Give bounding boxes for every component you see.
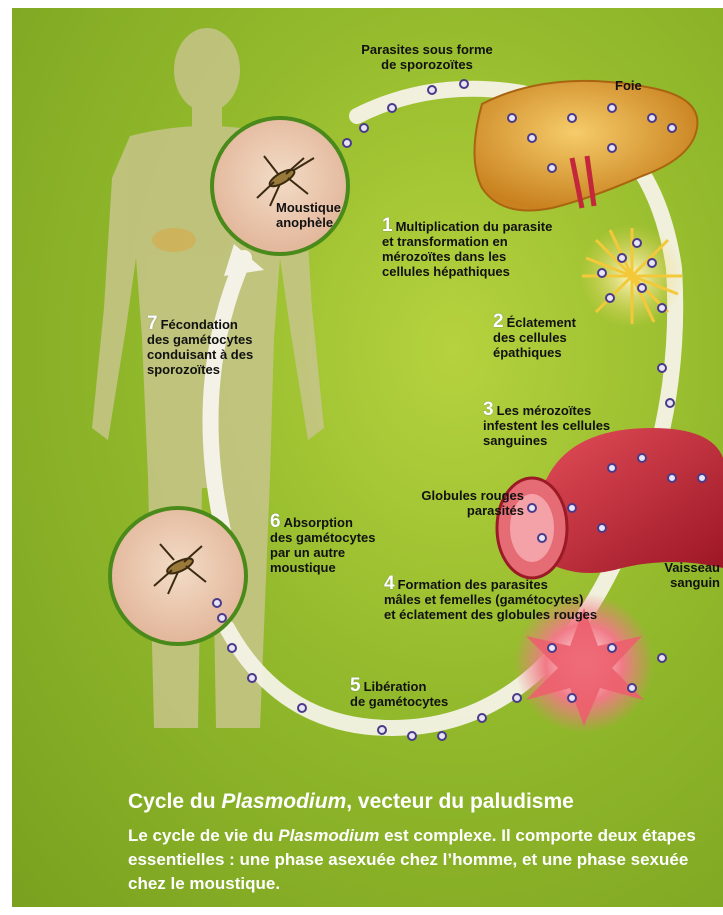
mosquito-circle-bottom (110, 508, 246, 644)
blood-vessel (497, 428, 723, 578)
caption-body: Le cycle de vie du Plasmodium est comple… (128, 824, 723, 896)
parasite-dot (298, 704, 306, 712)
parasite-dot (438, 732, 446, 740)
parasite-dot (638, 284, 646, 292)
parasite-dot (428, 86, 436, 94)
parasite-dot (528, 134, 536, 142)
parasite-dot (668, 124, 676, 132)
parasite-dot (228, 644, 236, 652)
parasite-dot (606, 294, 614, 302)
parasite-dot (218, 614, 226, 622)
label-foie: Foie (615, 78, 642, 93)
parasite-dot (608, 464, 616, 472)
parasite-dot (666, 399, 674, 407)
parasite-dot (213, 599, 221, 607)
parasite-dot (548, 644, 556, 652)
hepatic-burst (580, 224, 684, 328)
label-globules-rouges: Globules rouges parasités (392, 488, 524, 518)
parasite-dot (608, 644, 616, 652)
parasite-dot (598, 269, 606, 277)
parasite-dot (378, 726, 386, 734)
parasite-dot (648, 114, 656, 122)
parasite-dot (668, 474, 676, 482)
parasite-dot (513, 694, 521, 702)
parasite-dot (568, 504, 576, 512)
parasite-dot (248, 674, 256, 682)
mosquito-circle-top (212, 118, 348, 254)
human-liver-shadow (152, 228, 196, 252)
illustration (12, 8, 723, 778)
parasite-dot (388, 104, 396, 112)
parasite-dot (633, 239, 641, 247)
parasite-dot (648, 259, 656, 267)
parasite-dot (698, 474, 706, 482)
label-vaisseau-sanguin: Vaisseau sanguin (632, 560, 720, 590)
parasite-dot (598, 524, 606, 532)
diagram-panel: Parasites sous forme de sporozoïtes Foie… (12, 8, 723, 907)
parasite-dot (628, 684, 636, 692)
parasite-dot (478, 714, 486, 722)
parasite-dot (538, 534, 546, 542)
parasite-dot (360, 124, 368, 132)
parasite-dot (608, 104, 616, 112)
parasite-dot (618, 254, 626, 262)
parasite-dot (460, 80, 468, 88)
parasite-dot (608, 144, 616, 152)
parasite-dot (658, 304, 666, 312)
parasite-dot (508, 114, 516, 122)
parasite-dot (638, 454, 646, 462)
label-sporozoites: Parasites sous forme de sporozoïtes (342, 42, 512, 72)
parasite-dot (408, 732, 416, 740)
label-moustique-anophele: Moustique anophèle (276, 200, 341, 230)
liver (475, 81, 698, 211)
parasite-dot (343, 139, 351, 147)
parasite-dot (568, 694, 576, 702)
parasite-dot (548, 164, 556, 172)
parasite-dot (528, 504, 536, 512)
caption-title: Cycle du Plasmodium, vecteur du paludism… (128, 790, 574, 814)
parasite-dot (658, 364, 666, 372)
parasite-dot (568, 114, 576, 122)
parasite-dot (658, 654, 666, 662)
